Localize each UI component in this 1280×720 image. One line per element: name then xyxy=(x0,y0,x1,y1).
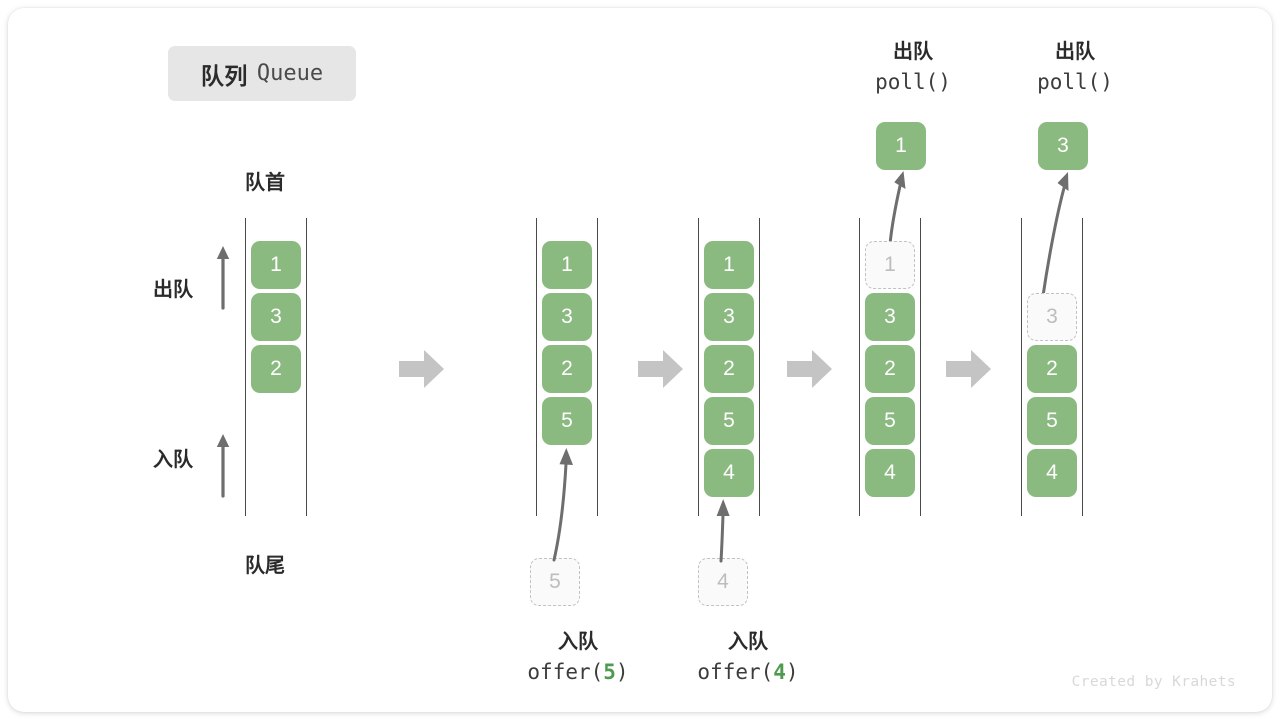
dequeue-direction-arrow-icon xyxy=(216,246,230,310)
title-badge: 队列 Queue xyxy=(168,46,356,101)
step-arrow-icon xyxy=(946,350,991,388)
caption-enqueue-5: 入队 offer(5) xyxy=(508,628,648,687)
step-arrow-icon xyxy=(638,350,683,388)
caption-code-num: 5 xyxy=(603,660,616,684)
queue-cell-ghost: 1 xyxy=(865,241,915,289)
caption-enqueue-4: 入队 offer(4) xyxy=(678,628,818,687)
caption-code-pre: offer( xyxy=(697,660,774,684)
caption-code-num: 4 xyxy=(773,660,786,684)
queue-cell: 3 xyxy=(251,293,301,341)
step-arrow-icon xyxy=(787,350,832,388)
queue-cell: 2 xyxy=(704,345,754,393)
queue-cell: 2 xyxy=(542,345,592,393)
caption-code: poll() xyxy=(843,67,983,97)
pending-enqueue-box: 4 xyxy=(698,558,748,606)
queue-rail-5: 3 2 5 4 xyxy=(1021,218,1083,516)
queue-cell: 5 xyxy=(865,397,915,445)
queue-rail-1: 1 3 2 xyxy=(245,218,307,516)
caption-poll-1: 出队 poll() xyxy=(843,38,983,97)
caption-cn: 出队 xyxy=(1055,41,1095,63)
queue-cell: 4 xyxy=(1027,449,1077,497)
queue-rail-2: 1 3 2 5 xyxy=(536,218,598,516)
caption-cn: 入队 xyxy=(558,631,598,653)
caption-code-post: ) xyxy=(938,70,951,94)
queue-cell-ghost: 3 xyxy=(1027,293,1077,341)
queue-cell: 5 xyxy=(542,397,592,445)
poll-result-box: 1 xyxy=(876,122,926,170)
label-enqueue: 入队 xyxy=(153,449,193,471)
queue-cell: 3 xyxy=(865,293,915,341)
credit-text: Created by Krahets xyxy=(1071,674,1236,690)
queue-cell: 2 xyxy=(865,345,915,393)
diagram-canvas: 队列 Queue 队首 队尾 出队 入队 1 3 2 1 3 2 5 5 入队 … xyxy=(8,8,1272,712)
queue-cell: 5 xyxy=(704,397,754,445)
queue-cell: 1 xyxy=(251,241,301,289)
caption-code-pre: offer( xyxy=(527,660,604,684)
caption-code: offer(5) xyxy=(508,657,648,687)
label-dequeue: 出队 xyxy=(153,279,193,301)
caption-code-pre: poll( xyxy=(1037,70,1101,94)
poll-result-box: 3 xyxy=(1038,122,1088,170)
queue-rail-4: 1 3 2 5 4 xyxy=(859,218,921,516)
caption-code: poll() xyxy=(1005,67,1145,97)
queue-cell: 2 xyxy=(1027,345,1077,393)
caption-code-post: ) xyxy=(1100,70,1113,94)
step-arrow-icon xyxy=(399,350,444,388)
queue-cell: 1 xyxy=(704,241,754,289)
pending-enqueue-box: 5 xyxy=(530,558,580,606)
queue-cell: 4 xyxy=(704,449,754,497)
queue-rail-3: 1 3 2 5 4 xyxy=(698,218,760,516)
enqueue-direction-arrow-icon xyxy=(216,434,230,498)
caption-poll-3: 出队 poll() xyxy=(1005,38,1145,97)
queue-cell: 3 xyxy=(704,293,754,341)
label-rear: 队尾 xyxy=(245,555,285,577)
caption-cn: 入队 xyxy=(728,631,768,653)
title-cn: 队列 xyxy=(200,62,248,89)
queue-cell: 1 xyxy=(542,241,592,289)
label-front: 队首 xyxy=(245,172,285,194)
caption-code-pre: poll( xyxy=(875,70,939,94)
caption-code-post: ) xyxy=(785,660,799,684)
caption-cn: 出队 xyxy=(893,41,933,63)
caption-code-post: ) xyxy=(615,660,629,684)
queue-cell: 4 xyxy=(865,449,915,497)
caption-code: offer(4) xyxy=(678,657,818,687)
title-en: Queue xyxy=(256,61,324,86)
queue-cell: 2 xyxy=(251,345,301,393)
queue-cell: 5 xyxy=(1027,397,1077,445)
queue-cell: 3 xyxy=(542,293,592,341)
